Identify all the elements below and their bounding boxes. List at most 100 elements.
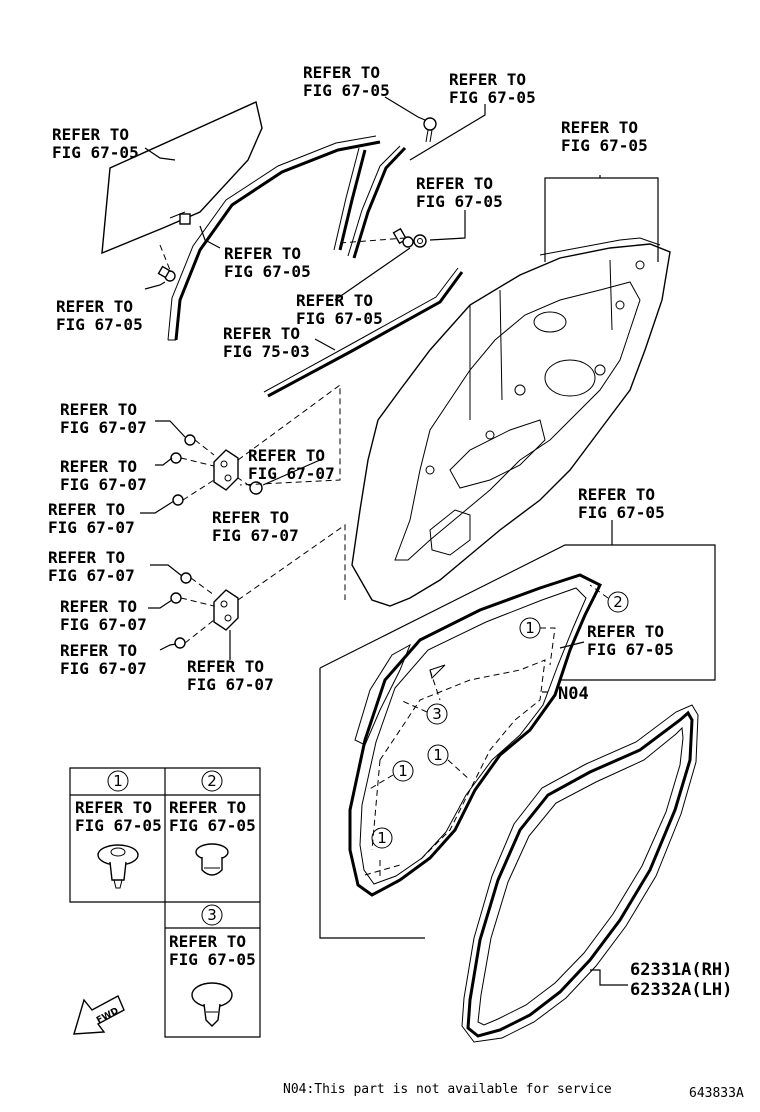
ref-r11-line1: REFER TO (60, 457, 137, 476)
ref-r19-line1: REFER TO (587, 622, 664, 641)
lower-hinge (170, 572, 239, 649)
callout-1b: 1 (427, 744, 471, 781)
clip-3-icon (191, 982, 233, 1027)
ref-r01-line2: FIG 67-05 (303, 81, 390, 100)
ref-r08-line2: FIG 67-05 (296, 309, 383, 328)
ref-r02-line2: FIG 67-05 (449, 88, 536, 107)
ref-r09-line2: FIG 75-03 (223, 342, 310, 361)
glass-bolt (157, 265, 176, 282)
ref-r16-line1: REFER TO (60, 597, 137, 616)
n04-area-outline (319, 544, 716, 681)
ref-r07-line2: FIG 67-05 (56, 315, 143, 334)
ref-r03-line1: REFER TO (52, 125, 129, 144)
legend-ref-1-line2: FIG 67-05 (75, 816, 162, 835)
ref-r18-line2: FIG 67-05 (578, 503, 665, 522)
fwd-arrow-icon: FWD (73, 995, 125, 1035)
ref-r14-line1: REFER TO (212, 508, 289, 527)
ref-r10-line2: FIG 67-07 (60, 418, 147, 437)
ref-r05-line2: FIG 67-05 (416, 192, 503, 211)
legend-head-2: 2 (207, 772, 217, 790)
ref-r15-line2: FIG 67-07 (48, 566, 135, 585)
ref-r01-line1: REFER TO (303, 63, 380, 82)
ref-r03-line2: FIG 67-05 (52, 143, 139, 162)
callout-2: 2 (589, 584, 629, 613)
ref-r08-line1: REFER TO (296, 291, 373, 310)
ref-r13-line2: FIG 67-07 (48, 518, 135, 537)
legend-ref-3-line1: REFER TO (169, 932, 246, 951)
ref-r17b-line1: REFER TO (187, 657, 264, 676)
callout-3: 3 (399, 699, 448, 725)
callout-1b-label: 1 (433, 746, 443, 764)
callout-1a: 1 (519, 617, 556, 666)
upper-hinge (170, 434, 263, 506)
opening-weatherstrip (461, 704, 699, 1043)
legend-ref-2-line1: REFER TO (169, 798, 246, 817)
ref-r15-line1: REFER TO (48, 548, 125, 567)
screw-top (423, 117, 437, 143)
ref-r06-line2: FIG 67-05 (224, 262, 311, 281)
division-bar (333, 147, 367, 251)
ref-r09-line1: REFER TO (223, 324, 300, 343)
legend-head-1: 1 (113, 772, 123, 790)
ref-r12-line1: REFER TO (248, 446, 325, 465)
ref-r17b-line2: FIG 67-07 (187, 675, 274, 694)
legend-ref-2-line2: FIG 67-05 (169, 816, 256, 835)
ref-r07-line1: REFER TO (56, 297, 133, 316)
ref-r12-line2: FIG 67-07 (248, 464, 335, 483)
run-channel (167, 135, 381, 341)
callout-1d: 1 (371, 827, 393, 849)
ref-r17-line1: REFER TO (60, 641, 137, 660)
part-number-rh: 62331A(RH) (630, 960, 732, 980)
clip-2-icon (195, 843, 229, 876)
ref-r13-line1: REFER TO (48, 500, 125, 519)
callout-3-label: 3 (432, 705, 442, 723)
ref-r18-line1: REFER TO (578, 485, 655, 504)
callout-2-label: 2 (613, 593, 623, 611)
ref-r19-line2: FIG 67-05 (587, 640, 674, 659)
part-number-lh: 62332A(LH) (630, 980, 732, 1000)
n04-weatherstrip (348, 573, 603, 897)
clip-small (392, 227, 427, 248)
ref-r04-line2: FIG 67-05 (561, 136, 648, 155)
callout-1d-label: 1 (377, 829, 387, 847)
diagram-id: 643833A (689, 1086, 744, 1101)
frame-moulding (347, 145, 407, 259)
ref-r10-line1: REFER TO (60, 400, 137, 419)
ref-r02-line1: REFER TO (449, 70, 526, 89)
callout-1c-label: 1 (398, 762, 408, 780)
footnote: N04:This part is not available for servi… (283, 1082, 612, 1097)
ref-r04-line1: REFER TO (561, 118, 638, 137)
part-number-list: 62331A(RH) 62332A(LH) (630, 960, 743, 1000)
ref-r11-line2: FIG 67-07 (60, 475, 147, 494)
clip-1-icon (97, 844, 139, 889)
legend-head-3: 3 (207, 906, 217, 924)
belt-moulding (263, 267, 464, 398)
n04-label: N04 (558, 684, 589, 704)
ref-r06-line1: REFER TO (224, 244, 301, 263)
callout-1a-label: 1 (525, 619, 535, 637)
